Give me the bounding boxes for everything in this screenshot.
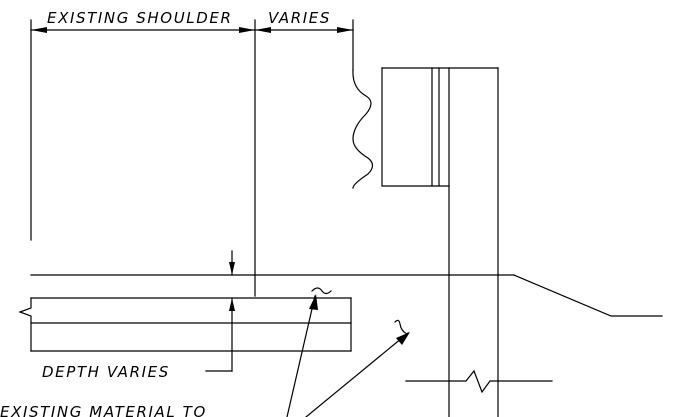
material-tick-2 [394,319,408,335]
depth-arrow-bottom [229,298,235,311]
label-existing-material: EXISTING MATERIAL TO [0,403,207,417]
label-depth-varies: DEPTH VARIES [42,363,170,381]
dimension-existing-shoulder: EXISTING SHOULDER [30,9,256,297]
dimension-depth: DEPTH VARIES [42,250,235,381]
arrow-mid-left [239,27,255,33]
leader-to-surface [286,295,316,417]
dimension-varies: VARIES [254,9,354,71]
material-tick-1 [311,287,332,295]
existing-material-leaders: EXISTING MATERIAL TO [0,294,410,417]
depth-arrow-top [229,262,235,275]
label-varies: VARIES [268,9,331,27]
embankment-slope [513,274,663,317]
leader-arrow-surface [309,294,318,310]
leader-arrow-layer [396,332,410,345]
leader-to-layer [305,332,409,417]
label-existing-shoulder: EXISTING SHOULDER [47,9,233,27]
w-beam-rail [352,69,374,189]
pavement-section [18,274,663,352]
break-line-bottom [405,369,553,394]
rail-block [381,67,450,187]
break-line-left [18,297,32,352]
guardrail [352,67,499,417]
arrow-mid-right [255,27,271,33]
arrow-right [337,27,353,33]
arrow-left [31,27,47,33]
